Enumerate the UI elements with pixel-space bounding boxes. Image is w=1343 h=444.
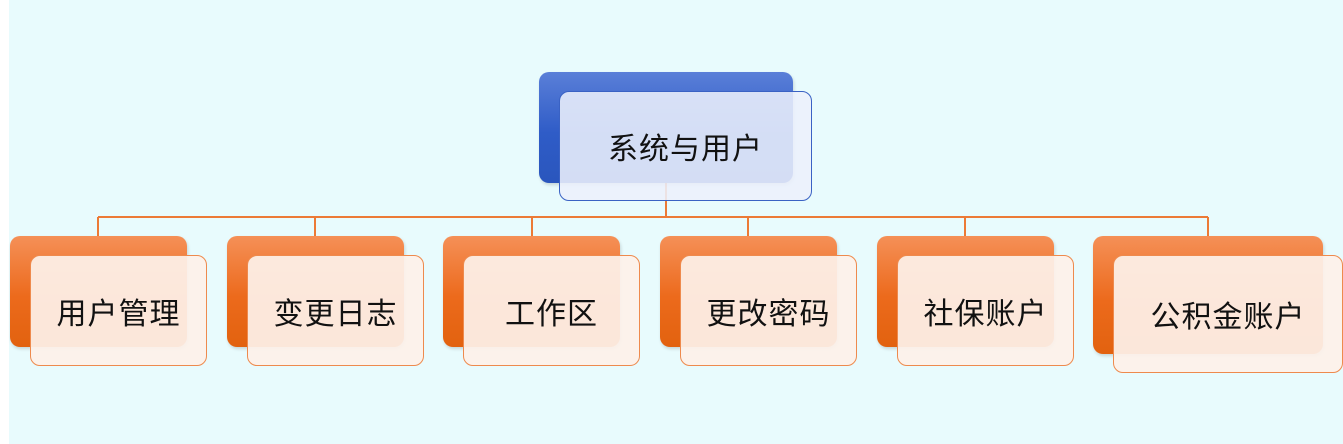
child-node-label: 公积金账户 bbox=[1150, 300, 1306, 335]
child-node-label: 社保账户 bbox=[923, 296, 1048, 332]
child-node-label: 用户管理 bbox=[56, 296, 181, 332]
child-node-housing-fund-account[interactable]: 公积金账户 bbox=[1113, 255, 1343, 373]
child-node-label: 工作区 bbox=[505, 296, 598, 332]
child-node-social-security-account[interactable]: 社保账户 bbox=[897, 255, 1074, 366]
child-node-workspace[interactable]: 工作区 bbox=[463, 255, 640, 366]
child-node-label: 更改密码 bbox=[706, 296, 831, 332]
root-node[interactable]: 系统与用户 bbox=[559, 91, 812, 201]
root-node-label: 系统与用户 bbox=[608, 132, 763, 167]
child-node-change-log[interactable]: 变更日志 bbox=[247, 255, 424, 366]
child-node-user-management[interactable]: 用户管理 bbox=[30, 255, 207, 366]
child-node-change-password[interactable]: 更改密码 bbox=[680, 255, 857, 366]
child-node-label: 变更日志 bbox=[273, 296, 398, 332]
